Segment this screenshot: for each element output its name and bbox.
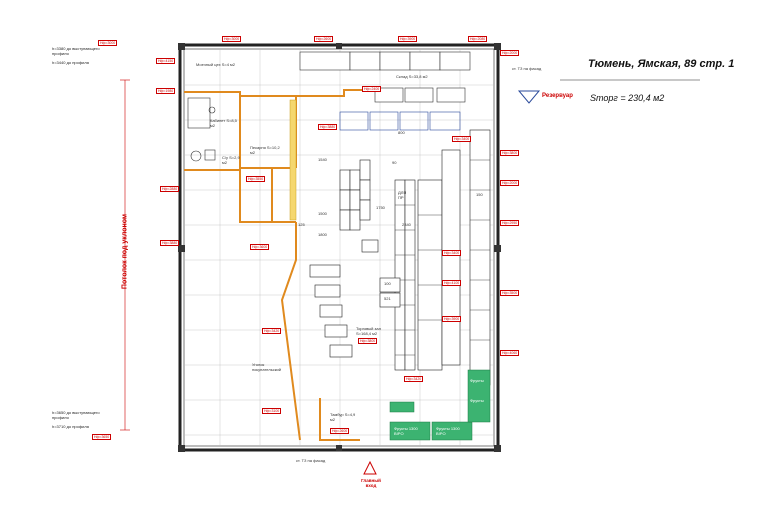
main-entrance-label: Главный вход [361,478,381,488]
fixture-100: 100 [384,281,391,286]
toilet-room [187,97,216,162]
ceiling-slope-label: Потолок под уклоном [121,213,129,290]
columns [178,43,501,452]
height-mark: Нф=3500 [500,290,520,296]
warehouse-shelves [299,51,471,103]
hall-label: Торговый зал S=168,4 м2 [356,326,381,336]
height-mark: Нф=3800 [500,150,520,156]
entrance-arrow [363,460,377,475]
section-line [120,79,130,431]
cabinet-label: Кабинет S=8,5 м2 [210,118,237,128]
height-mark: Нф=2000 [500,50,520,56]
height-mark: Нф=3550 [246,176,266,182]
fruit-zones [389,369,491,441]
fruits-3: Фрукты [470,378,484,383]
height-mark: Нф=3420 [262,328,282,334]
height-mark: Нф=4150 [156,58,176,64]
height-top-2: h=3440 до профиля [52,60,89,65]
height-mark: Нф=3000 [222,36,242,42]
fixture-125: 125 [298,222,305,227]
fruits-2: Фрукты 1300 BIPO [436,426,460,436]
height-mark: Нф=1980 [156,88,176,94]
height-mark: Нф=3800 [358,338,378,344]
height-mark: Нф=4060 [500,350,520,356]
facade-bottom-label: ст. ТЗ на фасад [296,458,326,463]
warehouse-label: Склад S=33,8 м2 [396,74,428,79]
height-mark: Нф=3880 [318,124,338,130]
pantry-label: Пекарня S=10,2 м2 [250,145,280,155]
height-mark: Нф=3880 [160,240,180,246]
height-bottom-1: h=3650 до выступающего профиля [52,410,100,420]
total-area: Sторг = 230,4 м2 [590,93,665,103]
height-mark: Нф=2600 [314,36,334,42]
partitions [184,89,380,441]
height-mark: Нф=3400 [442,250,462,256]
height-top-1: h=3380 до выступающего профиля [52,46,100,56]
dim-2840: 2840 [402,222,411,227]
address-title: Тюмень, Ямская, 89 стр. 1 [588,58,735,70]
dim-1540: 1540 [318,157,327,162]
height-mark: Нф=3900 [442,316,462,322]
fixture-521: 521 [384,296,391,301]
height-mark: Нф=3400 [452,136,472,142]
hatched-wall [289,99,297,221]
height-mark: Нф=2600 [330,428,350,434]
fixture-150: 150 [476,192,483,197]
height-mark: Нф=3650 [92,434,112,440]
fixture-90: 90 [392,160,397,165]
dim-1750: 1750 [376,205,385,210]
checkout-zone [309,264,401,358]
height-mark: Нф=3000 [98,40,118,46]
height-mark: Нф=3900 [398,36,418,42]
height-mark: Нф=3420 [404,376,424,382]
reserve-icon [517,90,541,104]
dim-1800: 1800 [318,232,327,237]
dim-1500: 1500 [318,211,327,216]
height-mark: Нф=3600 [250,244,270,250]
height-mark: Нф=2950 [500,220,520,226]
height-mark: Нф=2400 [362,86,382,92]
wash-room-label: Моечный цех S=4 м2 [196,62,236,67]
height-mark: Нф=2080 [468,36,488,42]
gondola-center [339,159,379,253]
height-bottom-2: h=3710 до профиля [52,424,89,429]
buyer-corner-label: Уголок покупательский [252,362,282,372]
dim-800: 800 [398,130,405,135]
checkout-label: ДЛЯ ПР [398,190,407,200]
fruits-4: Фрукты [470,398,484,403]
facade-top-label: ст. ТЗ на фасад [512,66,542,71]
height-mark: Нф=4100 [442,280,462,286]
shelf-dividers [395,159,490,356]
reserve-label: Резервуар [542,93,573,99]
toilet-label: С/у S=2,9 м2 [222,155,240,165]
cabinets [339,111,461,131]
height-mark: Нф=3100 [262,408,282,414]
fruits-1: Фрукты 1300 BIPO [394,426,418,436]
tambour-label: Тамбур S=4,9 м2 [330,412,356,422]
height-mark: Нф=2000 [500,180,520,186]
long-shelving [394,129,491,386]
height-mark: Нф=2880 [160,186,180,192]
